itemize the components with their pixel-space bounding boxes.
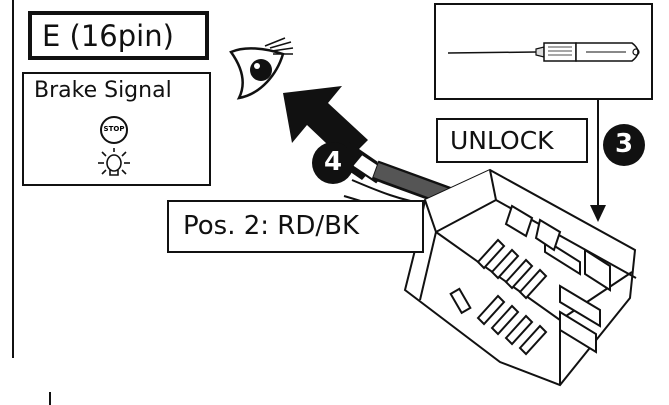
pointer-arrowhead (590, 205, 606, 222)
step-3-badge: 3 (603, 124, 645, 166)
bulb-icon (98, 148, 130, 176)
step-3-number: 3 (614, 129, 634, 159)
eye-icon (229, 37, 294, 100)
unlock-label-box: UNLOCK (436, 118, 588, 163)
connector-label-box: E (16pin) (28, 11, 209, 60)
brake-signal-box: Brake Signal STOP (22, 72, 211, 186)
unlock-label: UNLOCK (450, 126, 554, 155)
tool-box (434, 3, 653, 100)
position-label-box: Pos. 2: RD/BK (167, 200, 424, 253)
position-label: Pos. 2: RD/BK (183, 211, 360, 241)
tool-icon (447, 42, 640, 62)
step-4-number: 4 (323, 147, 343, 177)
connector-label: E (16pin) (42, 19, 174, 53)
stop-text: STOP (103, 125, 125, 133)
brake-signal-label: Brake Signal (34, 78, 172, 103)
step-4-badge: 4 (312, 142, 354, 184)
stop-icon: STOP (100, 116, 128, 144)
connector-icon (403, 168, 637, 387)
